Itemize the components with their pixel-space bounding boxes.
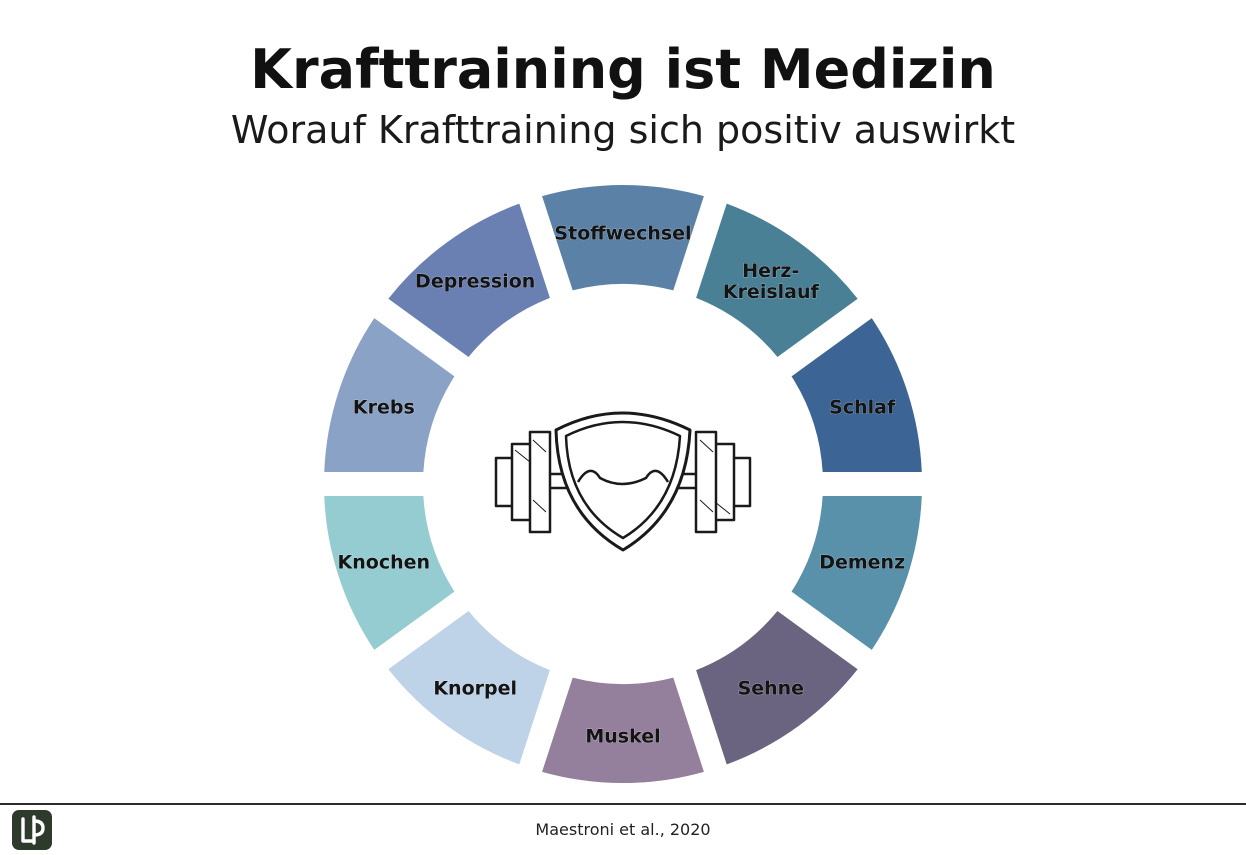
segment-label: Muskel	[585, 726, 660, 748]
ring-segment	[542, 185, 704, 291]
ring-segment	[542, 677, 704, 783]
dumbbell-shield-icon	[494, 411, 752, 552]
segment-label: Depression	[415, 271, 535, 293]
lp-logo-icon	[12, 810, 52, 850]
segment-label: Demenz	[819, 552, 905, 574]
ring-segment	[388, 611, 550, 765]
segment-label: Knochen	[338, 552, 431, 574]
footer-divider	[0, 803, 1246, 805]
ring-segment	[324, 495, 455, 650]
ring-segment	[388, 203, 550, 357]
segment-label: Sehne	[738, 677, 805, 699]
ring-segment	[696, 203, 858, 357]
ring-segments: StoffwechselHerz-KreislaufSchlafDemenzSe…	[324, 185, 922, 783]
segment-label: Krebs	[353, 396, 415, 418]
ring-segment	[324, 318, 455, 473]
page-subtitle: Worauf Krafttraining sich positiv auswir…	[230, 108, 1016, 152]
ring-segment	[791, 495, 922, 650]
segment-label: Schlaf	[829, 396, 896, 418]
segment-label: Knorpel	[433, 677, 517, 699]
citation: Maestroni et al., 2020	[535, 820, 711, 839]
page-title: Krafttraining ist Medizin	[250, 38, 996, 101]
segment-label: Herz-Kreislauf	[723, 260, 820, 303]
ring-segment	[696, 611, 858, 765]
ring-segment	[791, 318, 922, 473]
segment-label: Stoffwechsel	[554, 223, 691, 245]
